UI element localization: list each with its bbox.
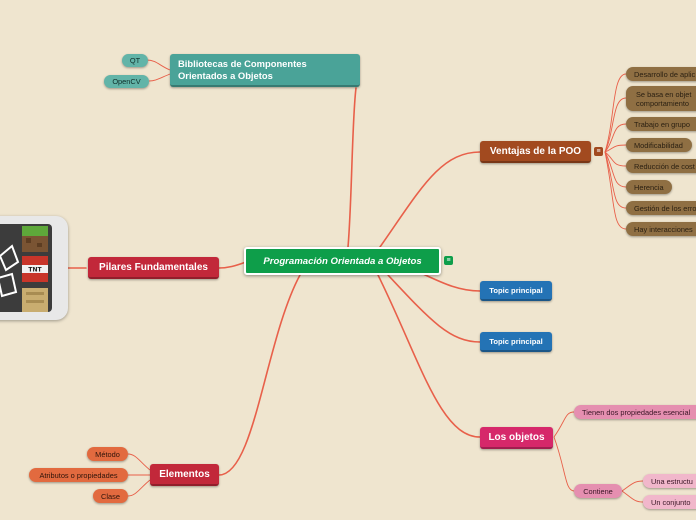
elementos-node[interactable]: Elementos (150, 464, 219, 486)
elementos-child-metodo[interactable]: Método (87, 447, 128, 461)
contiene-child-conjunto[interactable]: Un conjunto (643, 495, 696, 509)
ventajas-child-8[interactable]: Hay interacciones (626, 222, 696, 236)
minecraft-blocks-icon: TNT (0, 216, 68, 320)
pilares-node[interactable]: Pilares Fundamentales (88, 257, 219, 279)
bibliotecas-node[interactable]: Bibliotecas de Componentes Orientados a … (170, 54, 360, 87)
contiene-child-conjunto-label: Un conjunto (651, 497, 691, 507)
elementos-child-atributos[interactable]: Atributos o propiedades (29, 468, 128, 482)
elementos-child-clase-label: Clase (101, 491, 120, 501)
central-topic[interactable]: Programación Orientada a Objetos (244, 247, 441, 275)
central-topic-label: Programación Orientada a Objetos (263, 255, 422, 267)
objetos-child-contiene-label: Contiene (583, 486, 613, 496)
ventajas-node[interactable]: Ventajas de la POO (480, 141, 591, 163)
pilares-label: Pilares Fundamentales (99, 261, 208, 273)
contiene-child-estructura[interactable]: Una estructu (643, 474, 696, 488)
svg-text:TNT: TNT (28, 267, 42, 274)
opencv-label: OpenCV (112, 77, 141, 86)
ventajas-child-4[interactable]: Modificabilidad (626, 138, 692, 152)
topic-principal-1[interactable]: Topic principal (480, 281, 552, 301)
bibliotecas-label-line2: Orientados a Objetos (178, 69, 273, 81)
objetos-node[interactable]: Los objetos (480, 427, 553, 449)
minus-icon[interactable]: ≡ (594, 147, 603, 156)
qt-label: QT (129, 56, 141, 65)
ventajas-child-8-label: Hay interacciones (634, 224, 693, 234)
link-ventajas (379, 151, 481, 248)
link-elementos (218, 274, 301, 476)
topic-principal-1-label: Topic principal (489, 285, 543, 295)
ventajas-child-7[interactable]: Gestión de los erro (626, 201, 696, 215)
objetos-child-propiedades-label: Tienen dos propiedades esencial (582, 407, 691, 417)
contiene-child-estructura-label: Una estructu (651, 476, 693, 486)
ventajas-child-6[interactable]: Herencia (626, 180, 672, 194)
elementos-child-clase[interactable]: Clase (93, 489, 128, 503)
ventajas-child-3-label: Trabajo en grupo (634, 119, 691, 129)
bibliotecas-child-opencv[interactable]: OpenCV (104, 75, 149, 88)
ventajas-child-7-label: Gestión de los erro (634, 203, 696, 213)
ventajas-child-2-label-b: comportamiento (636, 98, 689, 108)
bibliotecas-child-qt[interactable]: QT (122, 54, 148, 67)
elementos-label: Elementos (159, 468, 210, 480)
blocks-illustration: TNT (0, 224, 52, 312)
link-topic2 (387, 274, 481, 343)
ventajas-child-5[interactable]: Reducción de cost (626, 159, 696, 173)
ventajas-child-3[interactable]: Trabajo en grupo (626, 117, 696, 131)
elementos-child-metodo-label: Método (95, 449, 120, 459)
ventajas-child-6-label: Herencia (634, 182, 664, 192)
ventajas-child-2-label-a: Se basa en objet (636, 89, 692, 99)
topic-principal-2[interactable]: Topic principal (480, 332, 552, 352)
link-pilares (218, 261, 247, 269)
objetos-child-propiedades[interactable]: Tienen dos propiedades esencial (574, 405, 696, 419)
ventajas-child-1[interactable]: Desarrollo de aplic (626, 67, 696, 81)
topic-principal-2-label: Topic principal (489, 336, 543, 346)
minus-icon[interactable]: ≡ (444, 256, 453, 265)
link-bibliotecas (347, 87, 357, 248)
objetos-label: Los objetos (488, 431, 545, 443)
ventajas-child-1-label: Desarrollo de aplic (634, 69, 696, 79)
bibliotecas-label-line1: Bibliotecas de Componentes (178, 57, 307, 69)
ventajas-label: Ventajas de la POO (489, 145, 582, 157)
ventajas-child-2[interactable]: Se basa en objet comportamiento (626, 86, 696, 111)
link-objetos (377, 274, 481, 438)
ventajas-child-5-label: Reducción de cost (634, 161, 695, 171)
objetos-child-contiene[interactable]: Contiene (574, 484, 622, 498)
elementos-child-atributos-label: Atributos o propiedades (39, 470, 118, 480)
ventajas-child-4-label: Modificabilidad (634, 140, 683, 150)
